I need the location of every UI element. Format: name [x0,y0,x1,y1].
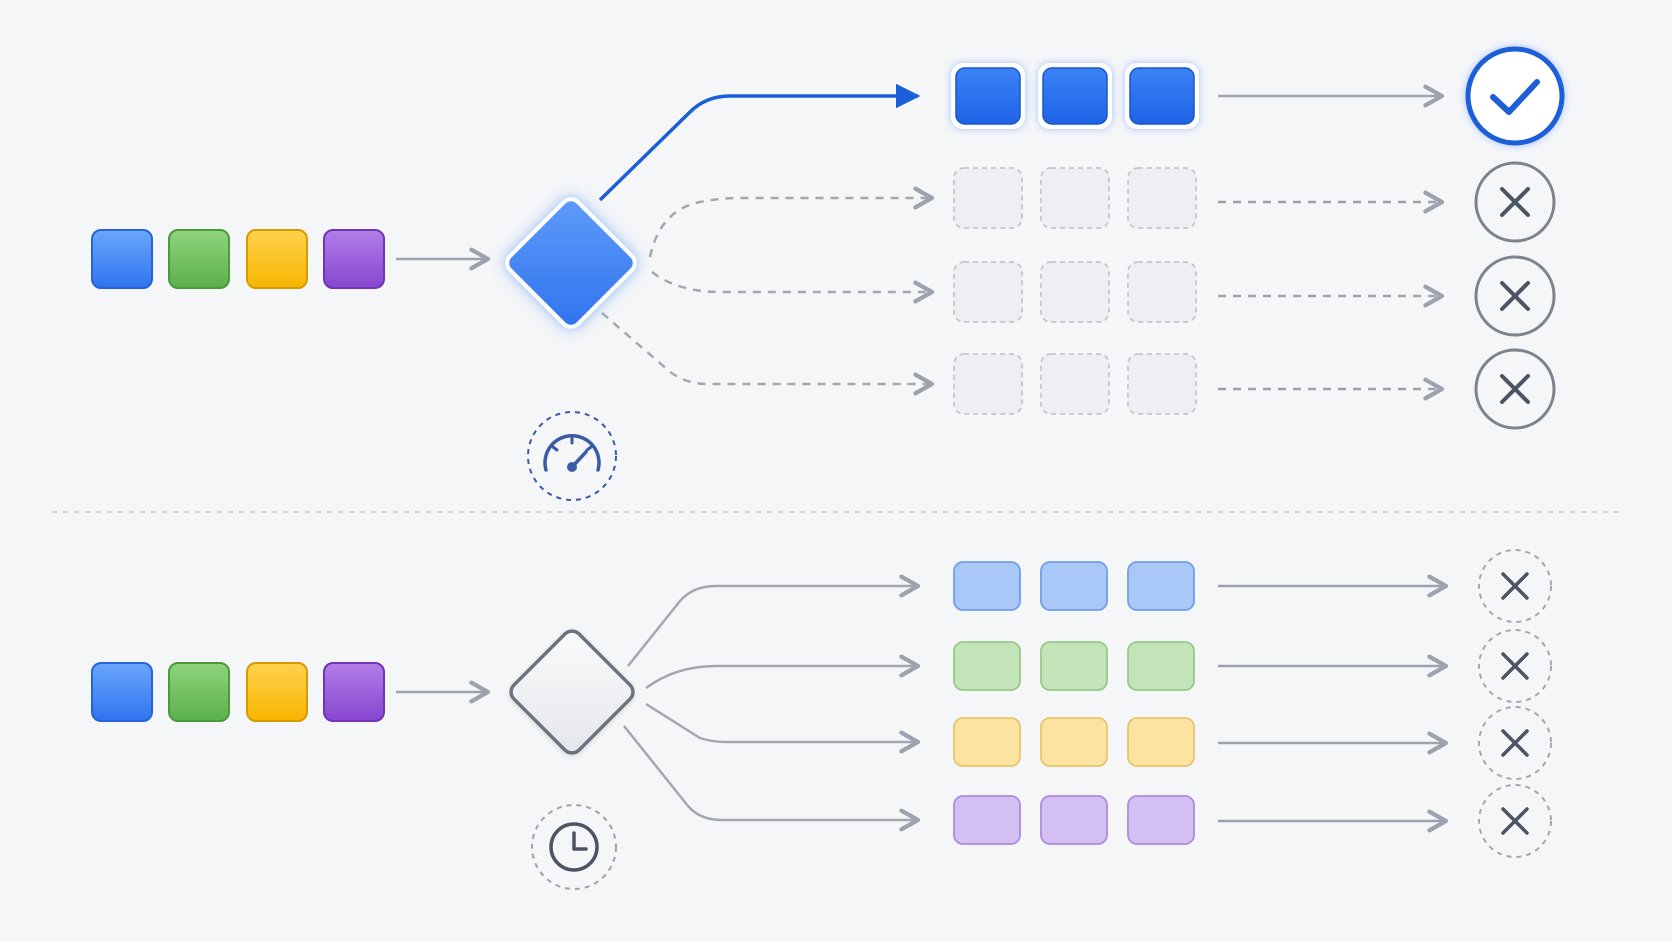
input-token-purple [323,662,385,722]
top-results [1218,46,1565,430]
bottom-results [1218,549,1552,858]
check-icon [1465,46,1565,146]
bottom-branch-line-1 [627,574,921,667]
x-icon [1478,549,1552,623]
lane-block-green [953,641,1021,691]
x-icon [1474,348,1556,430]
top-lanes [951,63,1199,415]
lane-row-3 [953,261,1197,323]
input-token-blue [91,662,153,722]
lane-block-active [1129,67,1195,125]
lane-row-2 [953,641,1195,691]
lane-block-active [1042,67,1108,125]
lane-block-empty [1040,167,1110,229]
input-token-green [168,229,230,289]
bottom-input-tokens [91,662,385,722]
input-token-green [168,662,230,722]
top-branch-line-2 [648,186,935,258]
lane-block-green [1040,641,1108,691]
bottom-router-diamond [509,629,635,755]
top-branch-line-4 [601,312,935,396]
lane-block-green [1127,641,1195,691]
top-branch-line-3 [651,271,935,304]
lane-block-blue [1040,561,1108,611]
lane-row-4 [953,795,1195,845]
bottom-branch-line-2 [645,654,921,690]
top-input-tokens [91,229,385,289]
lane-block-empty [1040,261,1110,323]
lane-block-purple [1040,795,1108,845]
x-icon [1474,161,1556,243]
lane-block-empty [1040,353,1110,415]
top-router-diamond [505,197,637,329]
lane-row-4 [953,353,1197,415]
lane-block-empty [953,261,1023,323]
lane-block-yellow [1040,717,1108,767]
input-token-yellow [246,229,308,289]
input-token-purple [323,229,385,289]
lane-block-yellow [1127,717,1195,767]
lane-block-active [955,67,1021,125]
input-token-blue [91,229,153,289]
top-branch-line-1 [598,83,921,202]
x-icon [1478,706,1552,780]
gauge-icon [527,411,617,501]
bottom-branch-line-4 [623,725,921,832]
bottom-branch-line-3 [645,702,921,754]
lane-block-empty [1127,353,1197,415]
top-flow [91,46,1565,501]
bottom-lanes [953,561,1195,845]
lane-block-blue [953,561,1021,611]
bottom-flow [91,549,1552,890]
x-icon [1474,255,1556,337]
lane-block-empty [953,167,1023,229]
clock-icon [531,804,617,890]
x-icon [1478,629,1552,703]
lane-row-1 [953,561,1195,611]
lane-block-empty [953,353,1023,415]
lane-block-empty [1127,167,1197,229]
lane-block-yellow [953,717,1021,767]
lane-block-empty [1127,261,1197,323]
x-icon [1478,784,1552,858]
lane-row-1 [951,63,1199,129]
lane-row-3 [953,717,1195,767]
lane-block-purple [1127,795,1195,845]
lane-row-2 [953,167,1197,229]
lane-block-purple [953,795,1021,845]
lane-block-blue [1127,561,1195,611]
input-token-yellow [246,662,308,722]
